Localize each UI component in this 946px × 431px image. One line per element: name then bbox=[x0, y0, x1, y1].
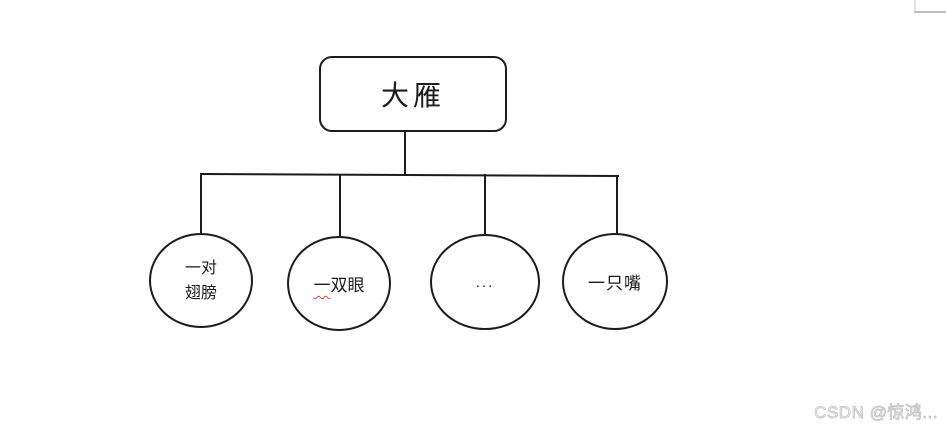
node-wings-label-line2: 翅膀 bbox=[184, 284, 217, 302]
node-mouth: 一只嘴 bbox=[562, 233, 668, 330]
node-wings: 一对 翅膀 bbox=[149, 233, 253, 328]
csdn-watermark: CSDN @惊鸿... bbox=[814, 403, 938, 423]
node-eyes: 一双眼 bbox=[287, 236, 391, 331]
node-mouth-label: 一只嘴 bbox=[588, 274, 642, 293]
page-corner-horizontal-line bbox=[914, 11, 946, 13]
node-eyes-label-rest: 双眼 bbox=[330, 276, 365, 295]
node-eyes-label: 一双眼 bbox=[314, 271, 365, 296]
connector-horizontal-bus bbox=[199, 172, 620, 178]
node-eyes-label-squiggled-char: 一 bbox=[313, 276, 331, 295]
node-root: 大雁 bbox=[319, 56, 507, 132]
node-wings-label: 一对 翅膀 bbox=[185, 256, 217, 306]
page-corner-vertical-line bbox=[914, 0, 916, 11]
node-wings-label-line1: 一对 bbox=[184, 259, 217, 277]
node-ellipsis-label: ... bbox=[475, 273, 495, 291]
node-root-label: 大雁 bbox=[380, 80, 445, 111]
node-ellipsis: ... bbox=[430, 234, 540, 330]
